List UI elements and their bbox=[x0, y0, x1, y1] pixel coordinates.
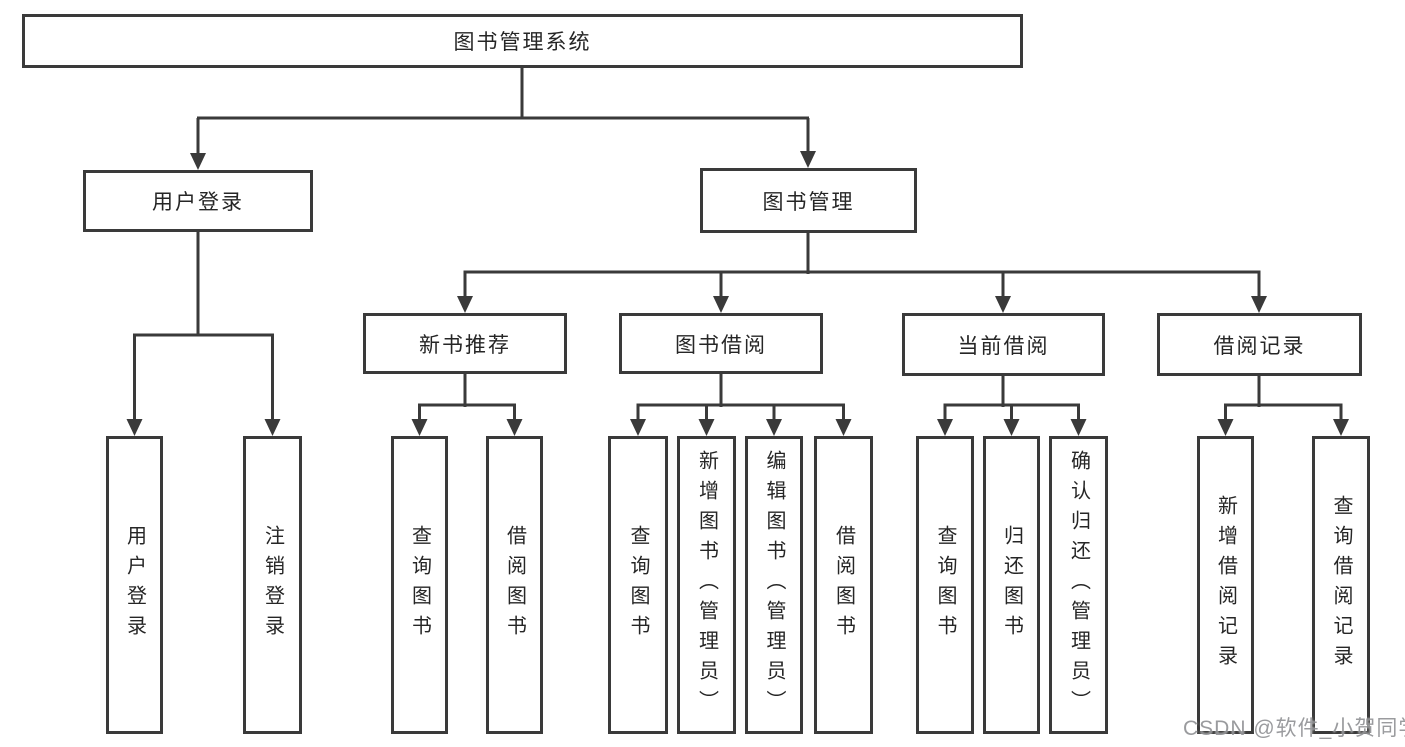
node-label: 新书推荐 bbox=[419, 333, 511, 357]
leaf-label: 用户登录 bbox=[123, 525, 146, 645]
leaf-add-borrow-record: 新增借阅记录 bbox=[1197, 436, 1254, 734]
leaf-label: 注销登录 bbox=[261, 525, 284, 645]
leaf-edit-book-admin: 编辑图书（管理员） bbox=[745, 436, 803, 734]
node-label: 图书管理系统 bbox=[453, 31, 592, 54]
leaf-user-login: 用户登录 bbox=[106, 436, 163, 734]
node-label: 图书管理 bbox=[762, 190, 855, 214]
node-label: 借阅记录 bbox=[1213, 334, 1306, 358]
leaf-add-book-admin: 新增图书（管理员） bbox=[677, 436, 736, 734]
node-label: 用户登录 bbox=[152, 191, 244, 214]
node-library-system: 图书管理系统 bbox=[22, 14, 1023, 68]
node-label: 当前借阅 bbox=[957, 334, 1050, 358]
leaf-logout: 注销登录 bbox=[243, 436, 302, 734]
leaf-query-borrow-record: 查询借阅记录 bbox=[1312, 436, 1370, 734]
leaf-label: 查询图书 bbox=[627, 525, 649, 645]
node-label: 图书借阅 bbox=[675, 333, 767, 357]
leaf-borrow-books: 借阅图书 bbox=[486, 436, 543, 734]
node-borrowing-records: 借阅记录 bbox=[1157, 313, 1362, 376]
leaf-return-books: 归还图书 bbox=[983, 436, 1040, 734]
leaf-query-books: 查询图书 bbox=[916, 436, 974, 734]
leaf-query-books: 查询图书 bbox=[391, 436, 448, 734]
leaf-label: 借阅图书 bbox=[503, 525, 526, 645]
leaf-query-books: 查询图书 bbox=[608, 436, 668, 734]
leaf-label: 新增借阅记录 bbox=[1214, 495, 1237, 675]
leaf-label: 编辑图书（管理员） bbox=[763, 450, 785, 720]
node-current-borrowing: 当前借阅 bbox=[902, 313, 1105, 376]
node-book-management: 图书管理 bbox=[700, 168, 917, 233]
leaf-label: 查询图书 bbox=[934, 525, 956, 645]
leaf-label: 新增图书（管理员） bbox=[695, 450, 718, 720]
connector-segments bbox=[133, 68, 1343, 422]
csdn-watermark: CSDN @软件_小贺同学 bbox=[1183, 717, 1405, 740]
leaf-borrow-books: 借阅图书 bbox=[814, 436, 873, 734]
leaf-label: 查询借阅记录 bbox=[1330, 495, 1352, 675]
leaf-label: 借阅图书 bbox=[832, 525, 855, 645]
leaf-confirm-return-admin: 确认归还（管理员） bbox=[1049, 436, 1108, 734]
node-book-borrowing: 图书借阅 bbox=[619, 313, 823, 374]
node-user-login: 用户登录 bbox=[83, 170, 313, 232]
leaf-label: 确认归还（管理员） bbox=[1067, 450, 1090, 720]
leaf-label: 查询图书 bbox=[408, 525, 431, 645]
leaf-label: 归还图书 bbox=[1000, 525, 1023, 645]
node-new-book-recommendation: 新书推荐 bbox=[363, 313, 567, 374]
